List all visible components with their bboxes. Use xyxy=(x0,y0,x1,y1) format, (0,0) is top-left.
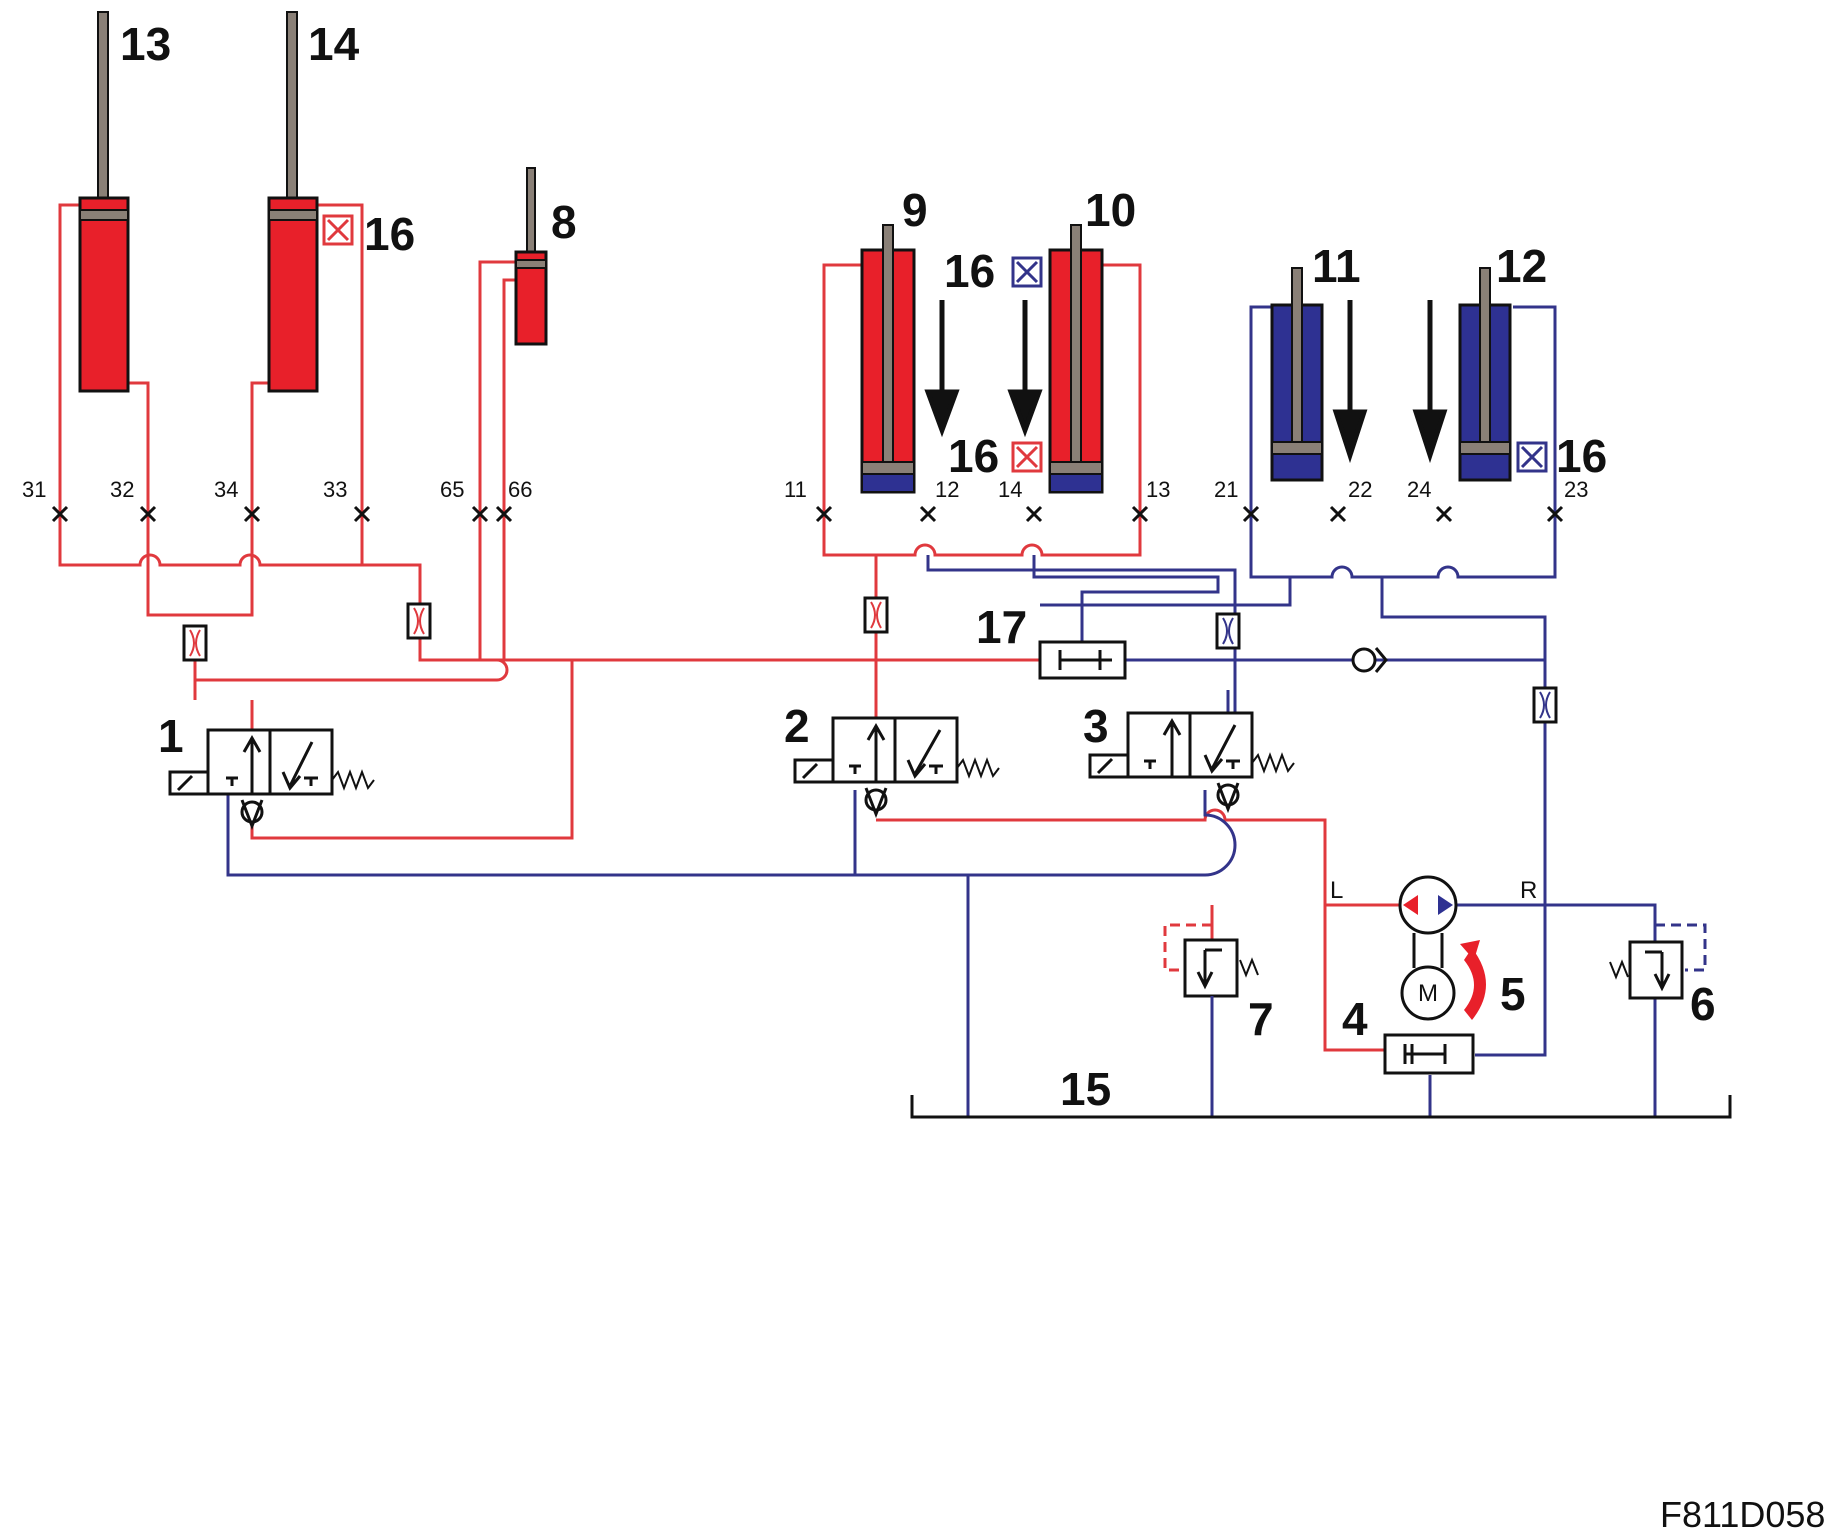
label-1: 1 xyxy=(158,710,184,762)
restrictor-icon xyxy=(1215,612,1241,650)
pump-motor-unit xyxy=(1398,875,1486,1021)
pump-port-r: R xyxy=(1520,877,1537,904)
sensor-16-a xyxy=(322,214,354,246)
port-23: 23 xyxy=(1564,477,1588,502)
label-4: 4 xyxy=(1342,993,1368,1045)
label-16-b: 16 xyxy=(944,245,995,297)
port-12: 12 xyxy=(935,477,959,502)
return-lines xyxy=(226,305,1707,1117)
motor-icon xyxy=(1400,965,1456,1021)
measurement-points xyxy=(51,505,1564,523)
cylinder-13 xyxy=(78,11,130,393)
port-21: 21 xyxy=(1214,477,1238,502)
pressure-relief-valve-7 xyxy=(1183,938,1259,1010)
check-valve-icon xyxy=(1351,647,1388,673)
port-66: 66 xyxy=(508,477,532,502)
label-15: 15 xyxy=(1060,1063,1111,1115)
label-13: 13 xyxy=(120,18,171,70)
component-labels: 13 14 16 8 9 10 16 16 11 12 16 17 1 2 3 … xyxy=(120,18,1716,1115)
label-14: 14 xyxy=(308,18,360,70)
shuttle-valve-17 xyxy=(1038,605,1127,680)
pump-port-l: L xyxy=(1330,877,1343,904)
port-34: 34 xyxy=(214,477,238,502)
port-33: 33 xyxy=(323,477,347,502)
label-3: 3 xyxy=(1083,700,1109,752)
arrow-down-icon xyxy=(924,300,960,438)
label-9: 9 xyxy=(902,184,928,236)
port-22: 22 xyxy=(1348,477,1372,502)
label-16-a: 16 xyxy=(364,208,415,260)
label-16-d: 16 xyxy=(1556,430,1607,482)
restrictor-icon xyxy=(863,596,889,634)
restrictors xyxy=(182,596,1558,724)
port-13: 13 xyxy=(1146,477,1170,502)
port-24: 24 xyxy=(1407,477,1431,502)
figure-code: F811D058 xyxy=(1660,1494,1825,1535)
label-10: 10 xyxy=(1085,184,1136,236)
sensor-16-c xyxy=(1011,441,1043,473)
arrow-down-icon xyxy=(1332,300,1368,464)
restrictor-icon xyxy=(182,624,208,662)
port-65: 65 xyxy=(440,477,464,502)
label-12: 12 xyxy=(1496,240,1547,292)
port-labels: 31 32 34 33 65 66 11 12 14 13 21 22 24 2… xyxy=(22,477,1588,502)
solenoid-valve-1 xyxy=(168,728,375,831)
cylinder-14 xyxy=(267,11,319,393)
pump-icon xyxy=(1398,875,1458,935)
control-valve-4 xyxy=(1383,1033,1475,1075)
solenoid-valve-2 xyxy=(793,716,1000,819)
cylinder-11 xyxy=(1270,267,1324,482)
pressure-relief-valve-6 xyxy=(1609,940,1684,1000)
restrictor-icon xyxy=(1532,686,1558,724)
cylinder-10 xyxy=(1048,224,1104,494)
label-16-c: 16 xyxy=(948,430,999,482)
tank xyxy=(910,1095,1732,1119)
pressure-lines xyxy=(58,203,1403,1052)
rotation-arrow-icon xyxy=(1464,948,1486,1020)
arrow-down-icon xyxy=(1412,300,1448,464)
arrow-down-icon xyxy=(1007,300,1043,438)
label-7: 7 xyxy=(1248,993,1274,1045)
solenoid-valve-3 xyxy=(1088,711,1295,814)
cylinder-8 xyxy=(514,167,548,346)
port-14: 14 xyxy=(998,477,1022,502)
label-5: 5 xyxy=(1500,968,1526,1020)
port-11: 11 xyxy=(784,477,807,502)
port-32: 32 xyxy=(110,477,134,502)
restrictor-icon xyxy=(406,602,432,640)
label-11: 11 xyxy=(1312,240,1361,292)
sensor-16-b xyxy=(1011,256,1043,288)
label-6: 6 xyxy=(1690,978,1716,1030)
direction-arrows xyxy=(924,300,1448,464)
sensor-16-d xyxy=(1516,441,1548,473)
cylinder-12 xyxy=(1458,267,1512,482)
motor-label: M xyxy=(1418,980,1438,1007)
cylinder-9 xyxy=(860,224,916,494)
port-31: 31 xyxy=(22,477,46,502)
label-8: 8 xyxy=(551,196,577,248)
label-2: 2 xyxy=(784,700,810,752)
label-17: 17 xyxy=(976,601,1027,653)
